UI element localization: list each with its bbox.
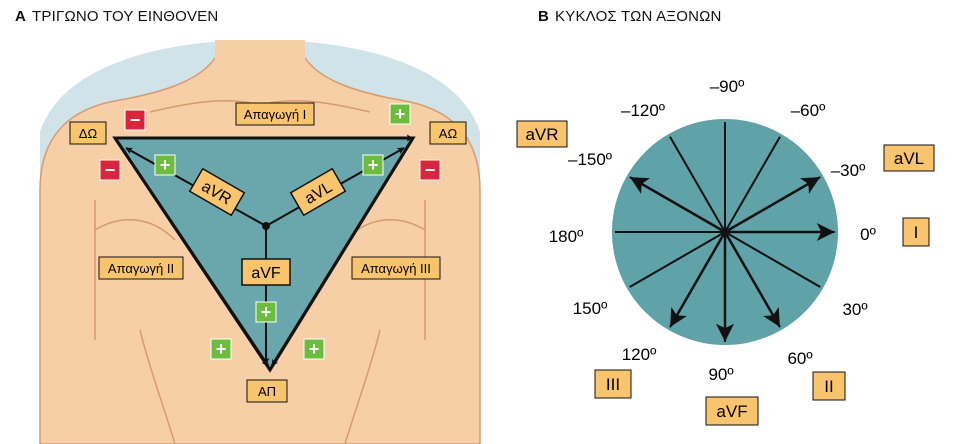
svg-text:−: −: [105, 160, 116, 180]
angle-30: 30º: [842, 300, 867, 319]
lead-direction-arrow: [723, 231, 781, 328]
plus-icon: +: [362, 154, 384, 176]
plus-icon: +: [389, 103, 411, 125]
electrode-right-arm: ΔΩ: [69, 121, 107, 145]
avf-box: aVF: [241, 258, 291, 286]
lead-iii-arrow: [270, 137, 415, 367]
minus-icon: −: [124, 109, 146, 131]
svg-text:+: +: [261, 302, 272, 322]
lead-i-label: Απαγωγή I: [244, 107, 307, 122]
angle-180: 180º: [549, 227, 584, 246]
torso-neck: [215, 40, 305, 76]
plus-icon: +: [154, 154, 176, 176]
panel-b-title: B ΚΥΚΛΟΣ ΤΩΝ ΑΞΟΝΩΝ: [538, 8, 722, 25]
ribcage-left: [344, 329, 381, 444]
lead-ii-box: Απαγωγή II: [98, 256, 184, 280]
lead-i-box: Απαγωγή I: [235, 102, 315, 126]
panel-a-title-text: ΤΡΙΓΩΝΟ ΤΟΥ ΕΙΝΘΟVEN: [32, 8, 219, 25]
angle-minus-30: –30º: [831, 161, 866, 180]
circle-iii-box: III: [594, 369, 632, 399]
avf-label: aVF: [251, 265, 281, 282]
circle-avf-box: aVF: [705, 396, 759, 426]
circle-avr-box: aVR: [516, 120, 568, 148]
angle-150: 150º: [573, 299, 608, 318]
electrode-left-leg-label: ΑΠ: [258, 384, 276, 399]
angle-90: 90º: [708, 365, 733, 384]
electrode-left-arm: ΑΩ: [429, 121, 467, 145]
svg-text:+: +: [395, 104, 406, 124]
minus-icon: −: [99, 159, 121, 181]
svg-text:−: −: [130, 110, 141, 130]
svg-text:+: +: [160, 155, 171, 175]
plus-icon: +: [303, 338, 325, 360]
svg-text:+: +: [368, 155, 379, 175]
circle-avl-box: aVL: [883, 144, 935, 172]
angle-minus-120: –120º: [621, 101, 665, 120]
ribcage-right: [139, 329, 176, 444]
angle-0: 0º: [860, 225, 876, 244]
angle-60: 60º: [787, 349, 812, 368]
pectoral-right: [94, 219, 176, 241]
lead-ii-arrow: [113, 137, 270, 367]
circle-i-label: I: [914, 223, 919, 242]
angle-minus-150: –150º: [568, 150, 612, 169]
panel-b-letter: B: [538, 8, 550, 25]
lead-direction-arrow: [629, 176, 726, 234]
clavicle-right: [149, 99, 256, 113]
axis-spokes: [615, 122, 835, 342]
electrode-right-arm-label: ΔΩ: [79, 126, 98, 141]
clavicle-left: [264, 99, 371, 113]
minus-icon: −: [419, 159, 441, 181]
electrode-left-leg: ΑΠ: [246, 379, 288, 403]
lead-iii-label: Απαγωγή III: [361, 261, 431, 276]
avr-box: aVR: [188, 167, 246, 217]
panel-a-letter: A: [15, 8, 27, 25]
angle-120: 120º: [622, 345, 657, 364]
circle-iii-label: III: [606, 375, 620, 394]
lead-iii-box: Απαγωγή III: [351, 256, 441, 280]
circle-avl-label: aVL: [894, 149, 924, 168]
svg-text:−: −: [425, 160, 436, 180]
plus-icon: +: [255, 301, 277, 323]
angle-minus-90: –90º: [710, 77, 745, 96]
axis-center-dot: [262, 222, 270, 230]
plus-icon: +: [210, 338, 232, 360]
svg-text:+: +: [216, 339, 227, 359]
electrode-left-arm-label: ΑΩ: [439, 126, 458, 141]
circle-ii-label: II: [824, 377, 833, 396]
circle-ii-box: II: [812, 371, 846, 401]
circle-avf-label: aVF: [716, 402, 747, 421]
circle-i-box: I: [902, 217, 930, 247]
lead-direction-arrow: [724, 176, 821, 234]
panel-b-title-text: ΚΥΚΛΟΣ ΤΩΝ ΑΞΟΝΩΝ: [555, 8, 722, 25]
lead-direction-arrow: [669, 231, 727, 328]
svg-text:+: +: [309, 339, 320, 359]
circle-avr-label: aVR: [525, 125, 558, 144]
angle-minus-60: –60º: [791, 101, 826, 120]
panel-a-title: A ΤΡΙΓΩΝΟ ΤΟΥ ΕΙΝΘΟVEN: [15, 8, 218, 25]
lead-ii-label: Απαγωγή II: [108, 261, 174, 276]
